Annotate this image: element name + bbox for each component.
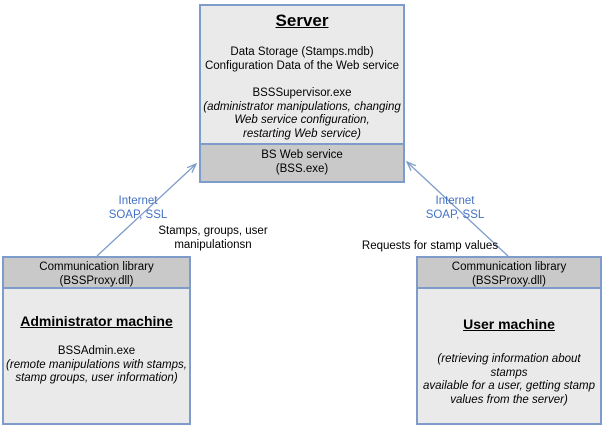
user-communication-library-band: Communication library (BSSProxy.dll): [418, 258, 600, 289]
left-arrowhead-icon: [186, 162, 198, 173]
admin-header-line1: Communication library: [39, 261, 154, 273]
server-web-service-band: BS Web service (BSS.exe): [201, 143, 403, 181]
user-machine-title: User machine: [463, 316, 555, 332]
server-data-line1: Data Storage (Stamps.mdb): [230, 46, 374, 58]
admin-app-name: BSSAdmin.exe: [57, 345, 136, 357]
user-machine-box: Communication library (BSSProxy.dll) Use…: [416, 256, 602, 425]
server-app-name: BSSSupervisor.exe: [252, 87, 352, 99]
server-data-storage-text: Data Storage (Stamps.mdb) Configuration …: [201, 46, 403, 73]
admin-communication-library-band: Communication library (BSSProxy.dll): [4, 258, 189, 289]
server-band-line1: BS Web service: [261, 149, 343, 161]
user-note-text: (retrieving information about stamps ava…: [418, 353, 600, 407]
administrator-machine-box: Communication library (BSSProxy.dll) Adm…: [2, 256, 191, 425]
admin-note-line2: stamp groups, user information): [15, 372, 178, 384]
left-flow-line2: manipulationsn: [174, 239, 252, 251]
right-flow-label: Requests for stamp values: [361, 240, 499, 252]
server-supervisor-text: BSSSupervisor.exe (administrator manipul…: [201, 87, 403, 141]
server-data-line2: Configuration Data of the Web service: [204, 59, 400, 72]
server-app-note1: (administrator manipulations, changing: [203, 100, 401, 113]
right-internet-line1: Internet: [435, 195, 475, 207]
user-note-line3: values from the server): [450, 393, 568, 406]
admin-note-line1: (remote manipulations with stamps,: [6, 358, 187, 371]
server-app-note2: Web service configuration,: [234, 114, 370, 126]
right-internet-label: Internet SOAP, SSL: [411, 194, 499, 222]
user-note-line2: available for a user, getting stamp: [423, 380, 595, 392]
right-internet-line2: SOAP, SSL: [425, 209, 485, 221]
server-band-line2: (BSS.exe): [275, 162, 329, 175]
admin-app-text: BSSAdmin.exe (remote manipulations with …: [4, 345, 189, 386]
left-internet-line1: Internet: [118, 195, 158, 207]
left-flow-line1: Stamps, groups, user: [158, 225, 268, 237]
right-arrowhead-icon: [405, 160, 417, 171]
user-header-line2: (BSSProxy.dll): [472, 274, 546, 287]
left-internet-label: Internet SOAP, SSL: [94, 194, 182, 222]
server-box: Server Data Storage (Stamps.mdb) Configu…: [199, 4, 405, 183]
left-flow-label: Stamps, groups, user manipulationsn: [138, 224, 288, 252]
left-internet-line2: SOAP, SSL: [108, 209, 168, 221]
server-app-note3: restarting Web service): [242, 127, 362, 140]
admin-header-line2: (BSSProxy.dll): [59, 274, 134, 287]
user-header-line1: Communication library: [451, 261, 567, 273]
user-note-line1: (retrieving information about stamps: [437, 353, 581, 379]
admin-machine-title: Administrator machine: [20, 313, 173, 329]
server-title: Server: [275, 11, 329, 30]
